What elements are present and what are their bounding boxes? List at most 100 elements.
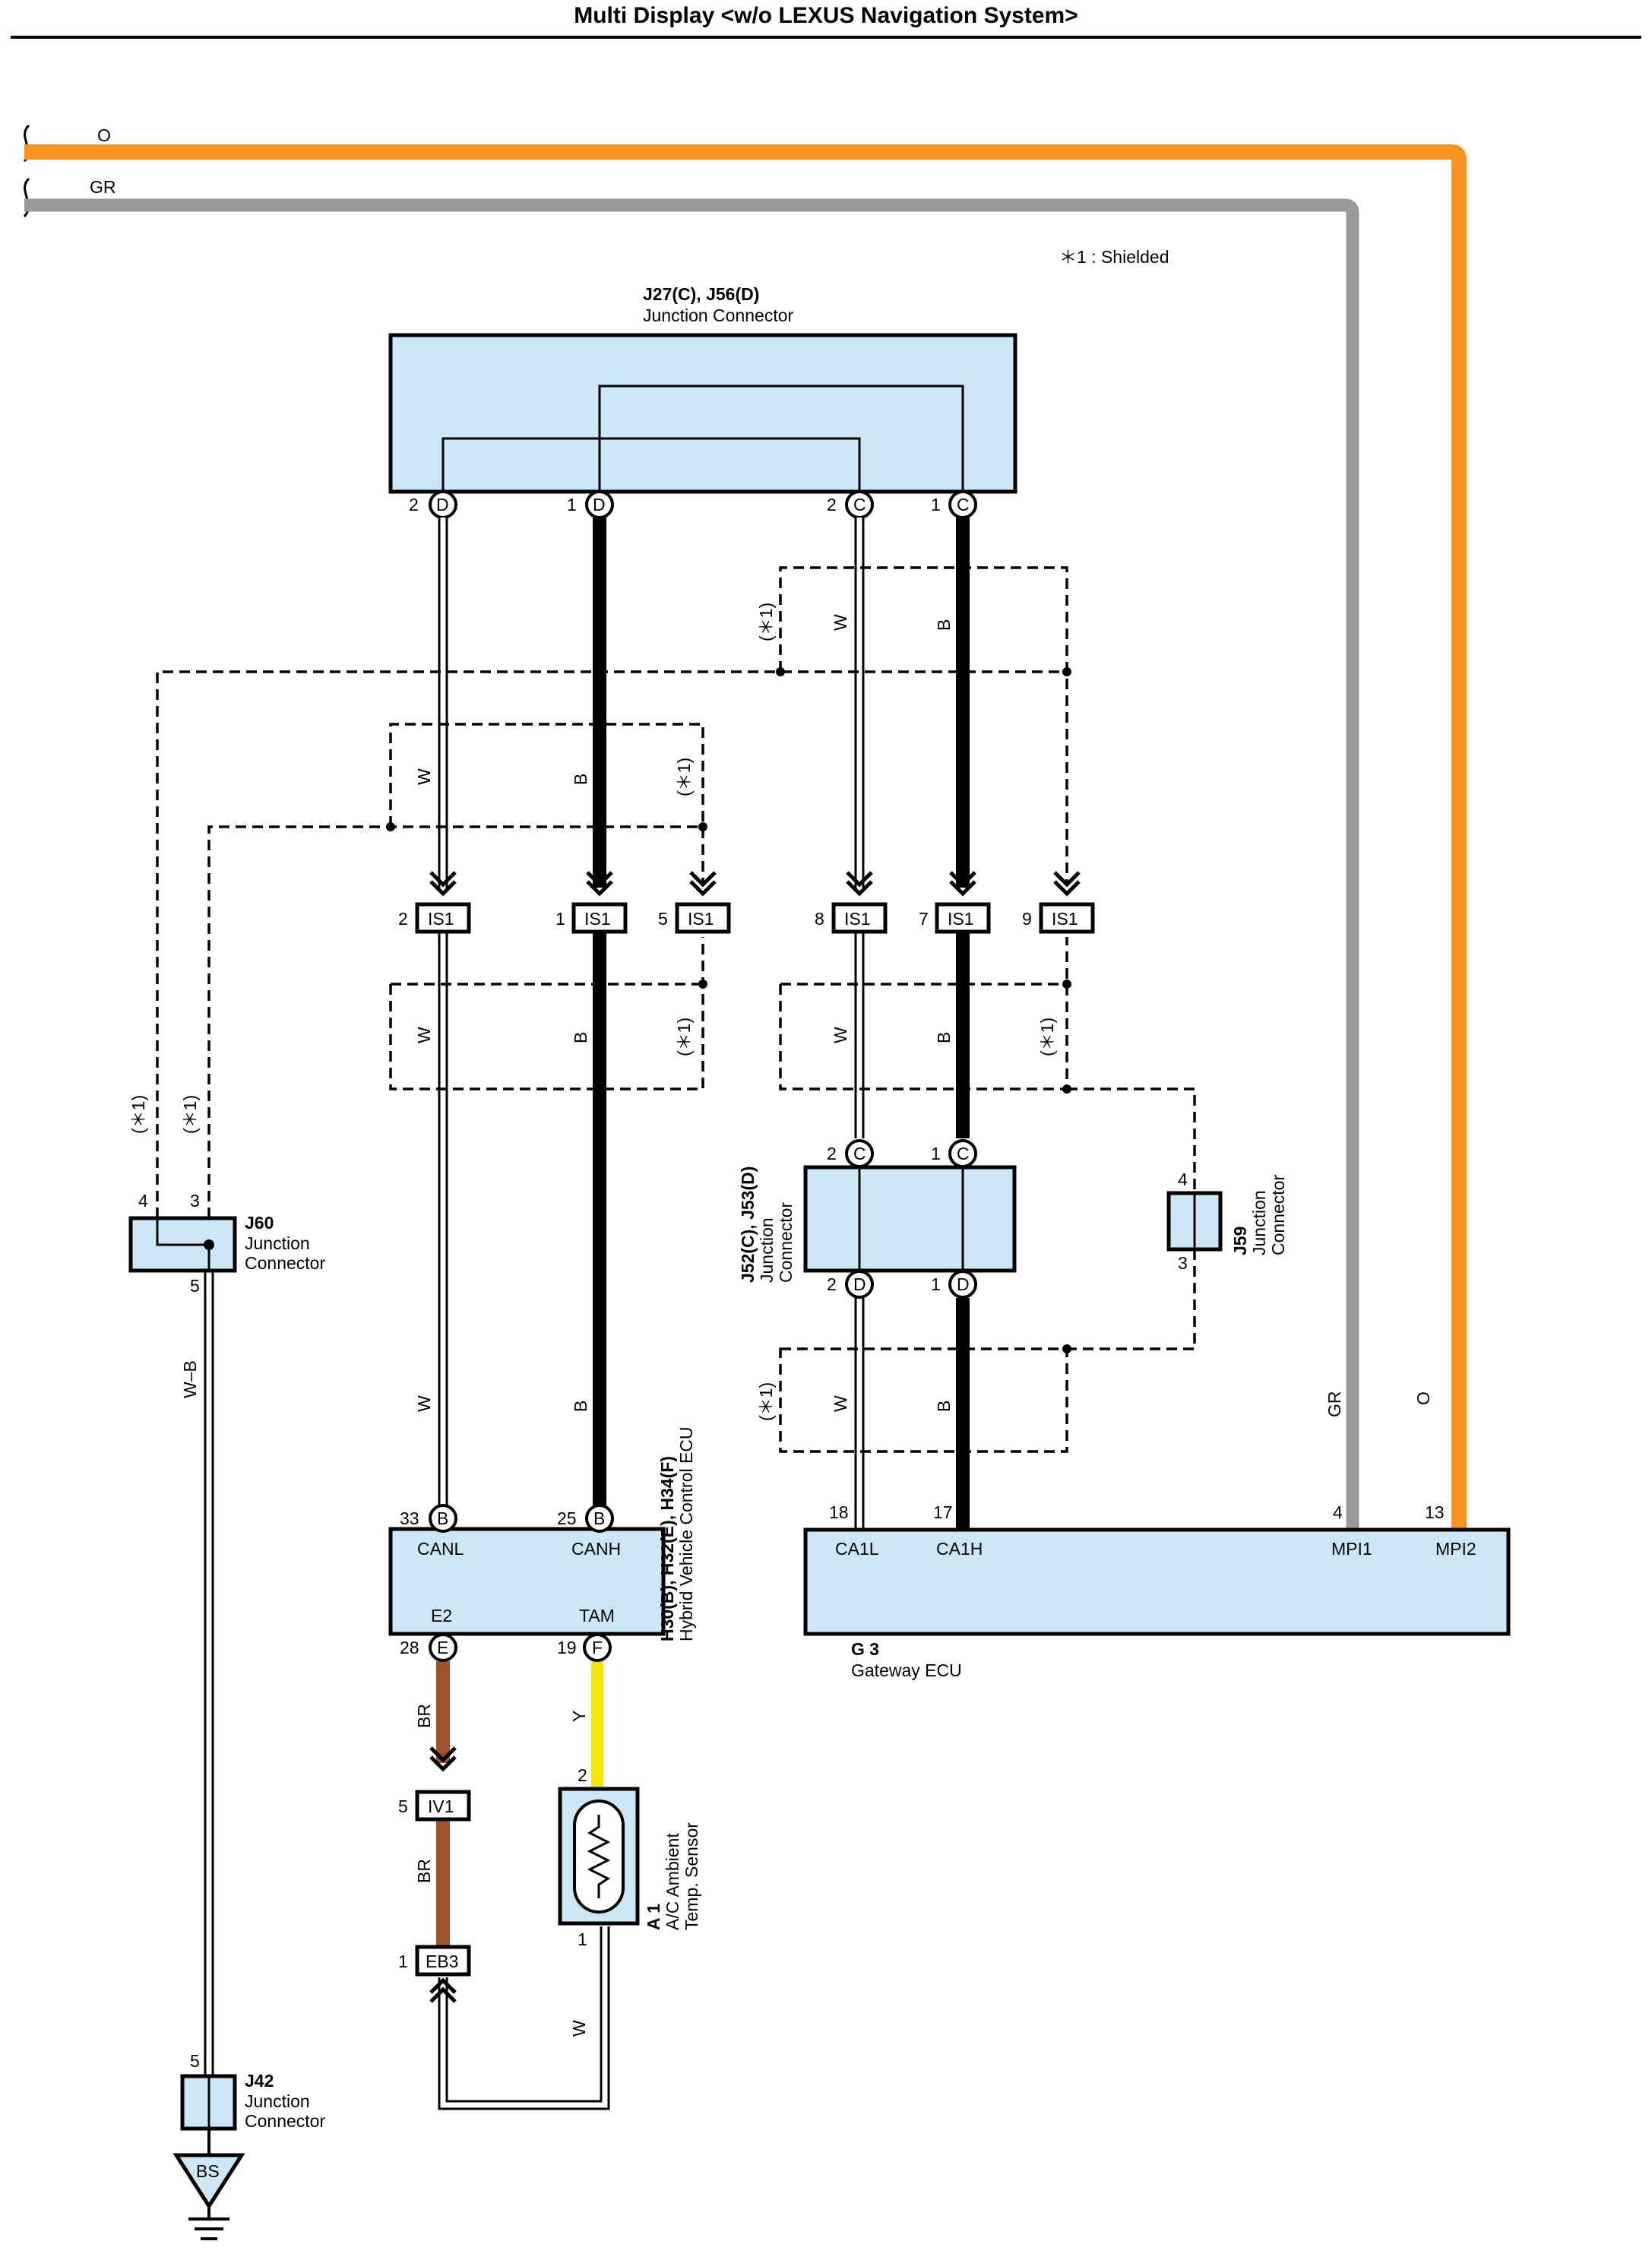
j60-name-2: Connector <box>245 1253 325 1273</box>
wire-code-b-5: B <box>571 1401 590 1412</box>
j42-id: J42 <box>245 2071 274 2091</box>
j27-pin-num-1: 2 <box>409 495 419 514</box>
hv-pin-letter-tam: F <box>592 1638 603 1657</box>
j42-junction-connector: 5 J42 Junction Connector <box>180 2051 325 2131</box>
g3-pin-18: 18 <box>829 1502 849 1522</box>
hv-pin-19: 19 <box>557 1638 577 1657</box>
hv-pin-33: 33 <box>400 1508 419 1528</box>
wire-code-br-2: BR <box>414 1859 434 1883</box>
j52-id: J52(C), J53(D) <box>738 1166 758 1283</box>
j27-id: J27(C), J56(D) <box>643 284 759 304</box>
wire-code-w-b: W–B <box>180 1360 200 1398</box>
j52-name-1: Junction <box>757 1217 777 1283</box>
white-wires <box>438 518 865 2110</box>
a1-pin-2: 2 <box>578 1765 587 1785</box>
j59-name-1: Junction <box>1249 1190 1269 1255</box>
ac-ambient-temp-sensor: 2 1 A 1 A/C Ambient Temp. Sensor <box>558 1765 701 1949</box>
hybrid-vehicle-control-ecu: B B E F 33 25 28 19 CANL CANH E2 TAM H30… <box>388 1426 696 1662</box>
g3-pin-17: 17 <box>933 1502 953 1522</box>
iv1-pin: 5 <box>398 1796 408 1816</box>
is1-pin-5: 5 <box>658 909 668 929</box>
j42-name-1: Junction <box>245 2091 310 2111</box>
shield-code-4: (＊1) <box>1037 1018 1057 1056</box>
g3-mpi1: MPI1 <box>1331 1539 1372 1559</box>
wire-code-gr-vertical: GR <box>1324 1391 1344 1418</box>
j52-pin-letter-2: C <box>957 1144 970 1163</box>
j53-pin-letter-2: D <box>957 1274 970 1294</box>
iv1-label: IV1 <box>428 1796 454 1816</box>
j60-pin-3: 3 <box>190 1191 200 1211</box>
wire-code-b-4: B <box>934 1032 954 1043</box>
wire-codes: W B (＊1) (＊1) W B W B (＊1) W B (＊1) W B … <box>128 603 1057 2037</box>
wire-code-b-6: B <box>934 1401 954 1412</box>
a1-id: A 1 <box>644 1904 663 1930</box>
page-title: Multi Display <w/o LEXUS Navigation Syst… <box>574 3 1078 28</box>
shield-code-3: (＊1) <box>674 1018 694 1056</box>
wire-orange-mpi2: O O <box>24 125 1467 1530</box>
is1-label-4: IS1 <box>844 909 871 929</box>
j42-pin-5: 5 <box>190 2051 200 2071</box>
is1-label-3: IS1 <box>688 909 714 929</box>
iv1-connector: IV1 5 <box>398 1746 471 1822</box>
wire-code-b-1: B <box>571 774 590 785</box>
g3-pin-13: 13 <box>1425 1502 1445 1522</box>
wire-code-w-2: W <box>831 614 850 631</box>
j60-name-1: Junction <box>245 1233 310 1253</box>
is1-label-2: IS1 <box>584 909 611 929</box>
wire-code-w-1: W <box>414 768 434 785</box>
j59-junction-connector: 4 3 J59 Junction Connector <box>1166 1170 1288 1273</box>
shield-code-2: (＊1) <box>756 603 776 641</box>
hv-pin-25: 25 <box>557 1508 577 1528</box>
j60-id: J60 <box>245 1213 274 1233</box>
g3-id: G 3 <box>851 1639 879 1659</box>
shield-code-7: (＊1) <box>180 1095 200 1134</box>
is1-pin-8: 8 <box>815 909 824 929</box>
wire-gray-mpi1: GR GR <box>24 177 1359 1530</box>
is1-label-6: IS1 <box>1052 909 1078 929</box>
j27-pin-letter-3: C <box>853 495 866 514</box>
j60-junction-connector: 4 3 5 J60 Junction Connector <box>128 1191 325 1296</box>
shield-code-5: (＊1) <box>756 1382 776 1421</box>
j53-pin-num-2: 1 <box>931 1274 941 1294</box>
is1-pin-7: 7 <box>919 909 929 929</box>
hv-canh: CANH <box>571 1539 621 1559</box>
j59-pin-4: 4 <box>1178 1170 1188 1189</box>
j27-pin-num-4: 1 <box>931 495 941 514</box>
j27-junction-connector: J27(C), J56(D) Junction Connector D D C … <box>388 284 1017 519</box>
is1-boxes <box>415 902 1095 934</box>
eb3-pin: 1 <box>398 1952 408 1971</box>
hv-id: H30(B), H32(E), H34(F) <box>657 1456 677 1641</box>
g3-pin-4: 4 <box>1333 1502 1343 1522</box>
j27-pin-letter-2: D <box>593 495 606 514</box>
hv-canl: CANL <box>417 1539 464 1559</box>
eb3-connector: EB3 1 <box>398 1945 471 2003</box>
gateway-ecu: 18 17 4 13 CA1L CA1H MPI1 MPI2 G 3 Gatew… <box>803 1502 1511 1680</box>
j59-name-2: Connector <box>1268 1175 1288 1255</box>
wire-code-o-vertical: O <box>1413 1391 1433 1405</box>
j27-pin-letter-1: D <box>436 495 449 514</box>
is1-pin-9: 9 <box>1022 909 1032 929</box>
g3-name: Gateway ECU <box>851 1660 962 1680</box>
j53-pin-num-1: 2 <box>827 1274 837 1294</box>
ground-bs-label: BS <box>196 2161 220 2181</box>
hv-e2: E2 <box>431 1606 452 1625</box>
wire-code-w-3: W <box>414 1027 434 1043</box>
j59-id: J59 <box>1230 1227 1250 1255</box>
j52-junction-connector: C C D D 2 1 2 1 J52(C), J53(D) Junction … <box>738 1139 1017 1299</box>
a1-pin-1: 1 <box>578 1929 587 1949</box>
wire-code-gr: GR <box>90 177 116 197</box>
g3-mpi2: MPI2 <box>1435 1539 1476 1559</box>
j27-pin-num-3: 2 <box>827 495 837 514</box>
hv-pin-letter-canh: B <box>593 1508 605 1528</box>
hv-pin-28: 28 <box>400 1638 419 1657</box>
is1-pin-2: 2 <box>398 909 408 929</box>
is1-label-1: IS1 <box>428 909 454 929</box>
j52-pin-num-2: 1 <box>931 1144 941 1163</box>
hv-tam: TAM <box>579 1606 615 1625</box>
is1-label-5: IS1 <box>948 909 974 929</box>
j27-pin-num-2: 1 <box>567 495 577 514</box>
wire-code-br-1: BR <box>414 1704 434 1728</box>
j27-name: Junction Connector <box>643 305 794 325</box>
j27-pin-letter-4: C <box>957 495 970 514</box>
